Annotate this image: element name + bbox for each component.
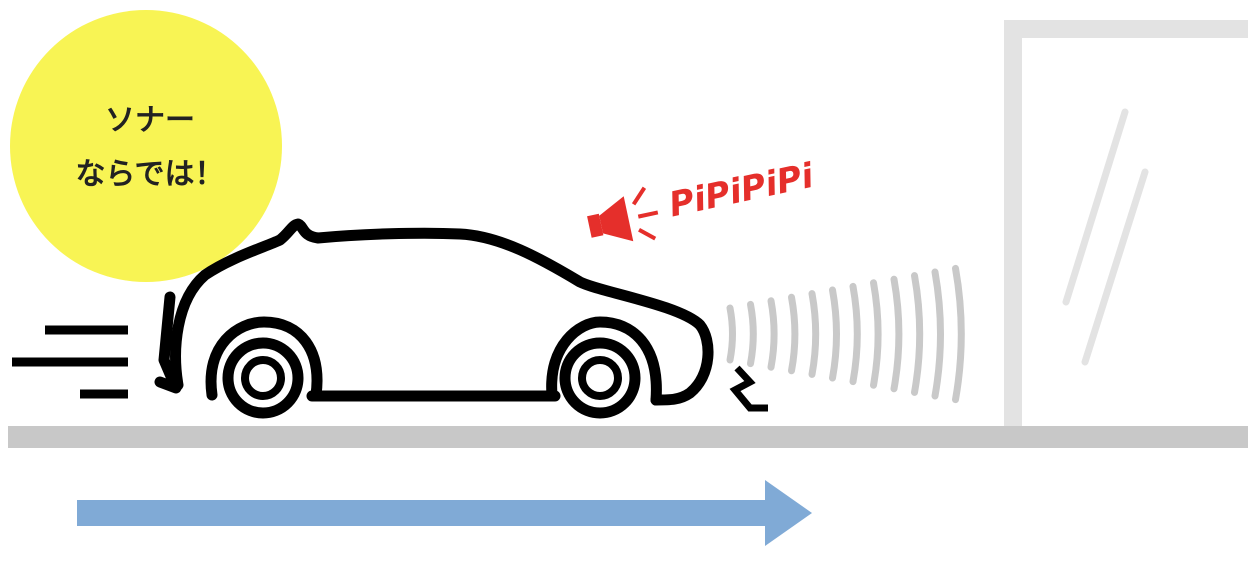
glass-reflection-1 [1062,108,1129,306]
glass-reflection-2 [1081,168,1149,366]
sonar-wave [890,275,903,393]
sonar-wave [911,272,924,396]
ground [8,426,1248,448]
sonar-wave [767,297,778,371]
badge-line2: ならでは！ [75,157,224,192]
sonar-wave [931,268,944,400]
sonar-wave [952,264,965,404]
front-hub [578,356,622,400]
impact-icon [729,365,768,412]
sonar-wave [788,293,799,375]
direction-arrow [77,480,812,546]
car-wheels [222,337,641,419]
sonar-wave [829,286,840,382]
sonar-wave [870,279,882,389]
alert-text: PiPiPiPi [666,156,819,226]
sonar-waves [726,264,965,404]
wall-frame-left [1004,20,1022,428]
wall [1004,20,1248,428]
speed-lines-icon [12,325,128,399]
sonar-wave [849,282,861,386]
speaker-icon [587,186,659,242]
sonar-badge: ソナー ならでは！ [10,10,282,282]
sonar-wave [808,290,820,378]
car-icon [154,218,714,406]
sonar-wave [726,304,736,364]
badge-line1: ソナー [105,103,195,138]
sonar-wave [747,300,757,368]
wall-frame-top [1004,20,1248,38]
alert: PiPiPiPi [587,156,819,242]
rear-hub [241,356,285,400]
badge-circle [10,10,282,282]
